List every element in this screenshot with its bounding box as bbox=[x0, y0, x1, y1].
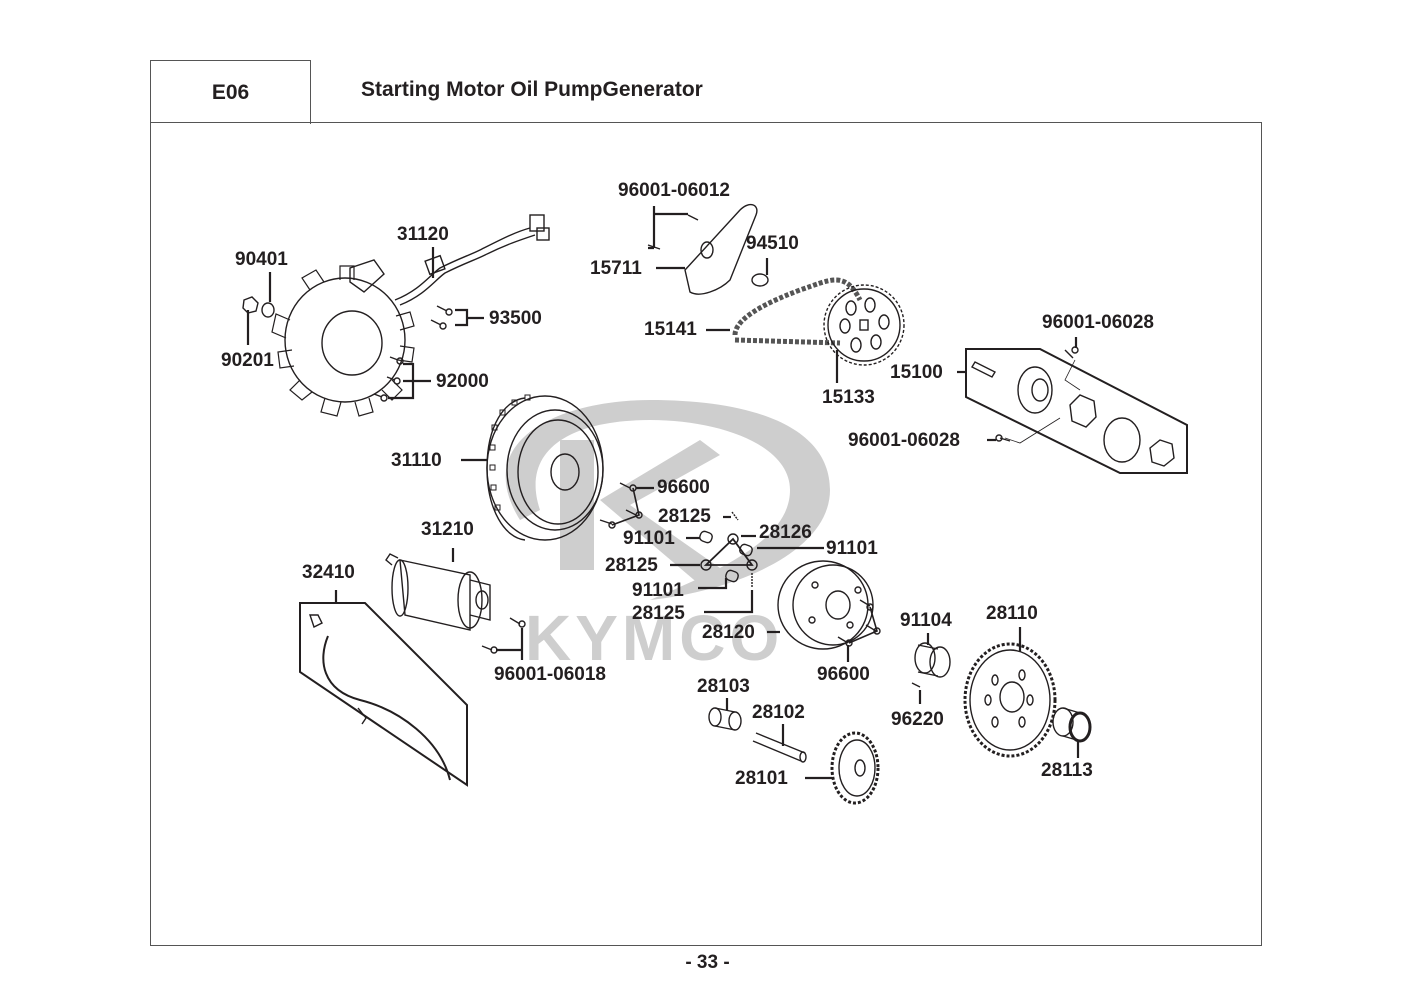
part-label-28101[interactable]: 28101 bbox=[735, 768, 788, 789]
part-label-32410[interactable]: 32410 bbox=[302, 562, 355, 583]
bolts-96001-06018-drawing bbox=[481, 617, 526, 654]
starter-clutch-drawing bbox=[777, 560, 874, 650]
part-label-28120[interactable]: 28120 bbox=[702, 622, 755, 643]
part-label-28126[interactable]: 28126 bbox=[759, 522, 812, 543]
part-label-94510[interactable]: 94510 bbox=[746, 233, 799, 254]
part-label-96220[interactable]: 96220 bbox=[891, 709, 944, 730]
page-number: - 33 - bbox=[685, 952, 730, 973]
bolt-a-drawing bbox=[687, 214, 699, 221]
section-code: E06 bbox=[150, 60, 311, 124]
part-label-15100[interactable]: 15100 bbox=[890, 362, 943, 383]
bolts-92000-drawing bbox=[373, 356, 404, 402]
part-label-96600-upper[interactable]: 96600 bbox=[657, 477, 710, 498]
watermark-text: KYMCO bbox=[525, 602, 783, 674]
part-label-93500[interactable]: 93500 bbox=[489, 308, 542, 329]
chain-drawing bbox=[732, 277, 863, 336]
bolts-96600-lower-drawing bbox=[837, 599, 881, 647]
washer-drawing bbox=[261, 302, 275, 318]
part-label-90401[interactable]: 90401 bbox=[235, 249, 288, 270]
part-label-28125-middle[interactable]: 28125 bbox=[605, 555, 658, 576]
part-label-91104[interactable]: 91104 bbox=[900, 610, 952, 631]
part-label-15133[interactable]: 15133 bbox=[822, 387, 875, 408]
part-label-91101-right[interactable]: 91101 bbox=[826, 538, 878, 559]
part-label-31120[interactable]: 31120 bbox=[397, 224, 449, 245]
clip-drawing bbox=[751, 273, 769, 287]
sprocket-drawing bbox=[823, 284, 905, 366]
screws-93500-drawing bbox=[430, 305, 453, 330]
part-label-91101-left[interactable]: 91101 bbox=[623, 528, 675, 549]
stator-drawing bbox=[271, 214, 550, 417]
part-label-96001-06028-top[interactable]: 96001-06028 bbox=[1042, 312, 1154, 333]
page-title: Starting Motor Oil PumpGenerator bbox=[361, 78, 703, 101]
diagram-frame bbox=[150, 122, 1262, 946]
motor-cable-drawing bbox=[299, 602, 468, 787]
flywheel-drawing bbox=[486, 394, 604, 541]
chain-cover-drawing bbox=[684, 203, 758, 295]
pin-drawing bbox=[911, 682, 921, 688]
part-label-28102[interactable]: 28102 bbox=[752, 702, 805, 723]
part-label-96600-lower[interactable]: 96600 bbox=[817, 664, 870, 685]
starting-motor-drawing bbox=[385, 553, 491, 631]
collar-drawing bbox=[708, 707, 742, 731]
part-label-15711[interactable]: 15711 bbox=[590, 258, 642, 279]
part-label-96001-06028-bottom[interactable]: 96001-06028 bbox=[848, 430, 960, 451]
cover-hole bbox=[700, 241, 714, 259]
part-label-90201[interactable]: 90201 bbox=[221, 350, 274, 371]
nut-drawing bbox=[242, 296, 259, 314]
part-label-96001-06018[interactable]: 96001-06018 bbox=[494, 664, 606, 685]
part-label-96001-06012[interactable]: 96001-06012 bbox=[618, 180, 730, 201]
part-label-28113[interactable]: 28113 bbox=[1041, 760, 1093, 781]
part-label-91101-lower[interactable]: 91101 bbox=[632, 580, 684, 601]
shaft-drawing bbox=[752, 732, 807, 763]
part-label-31110[interactable]: 31110 bbox=[391, 450, 442, 471]
oil-pump-panel-drawing bbox=[965, 346, 1188, 474]
part-label-28125-bottom[interactable]: 28125 bbox=[632, 603, 685, 624]
leader-lines bbox=[246, 206, 1080, 780]
starter-driven-gear-drawing bbox=[963, 642, 1057, 758]
part-label-28103[interactable]: 28103 bbox=[697, 676, 750, 697]
part-label-92000[interactable]: 92000 bbox=[436, 371, 489, 392]
kymco-watermark-logo: KYMCO bbox=[505, 400, 830, 674]
bushing-drawing bbox=[1052, 707, 1092, 743]
part-label-28110[interactable]: 28110 bbox=[986, 603, 1038, 624]
part-label-31210[interactable]: 31210 bbox=[421, 519, 474, 540]
needle-bearing-drawing bbox=[914, 642, 951, 678]
idle-gear-drawing bbox=[830, 731, 880, 805]
part-label-28125-top[interactable]: 28125 bbox=[658, 506, 711, 527]
part-label-15141[interactable]: 15141 bbox=[644, 319, 697, 340]
